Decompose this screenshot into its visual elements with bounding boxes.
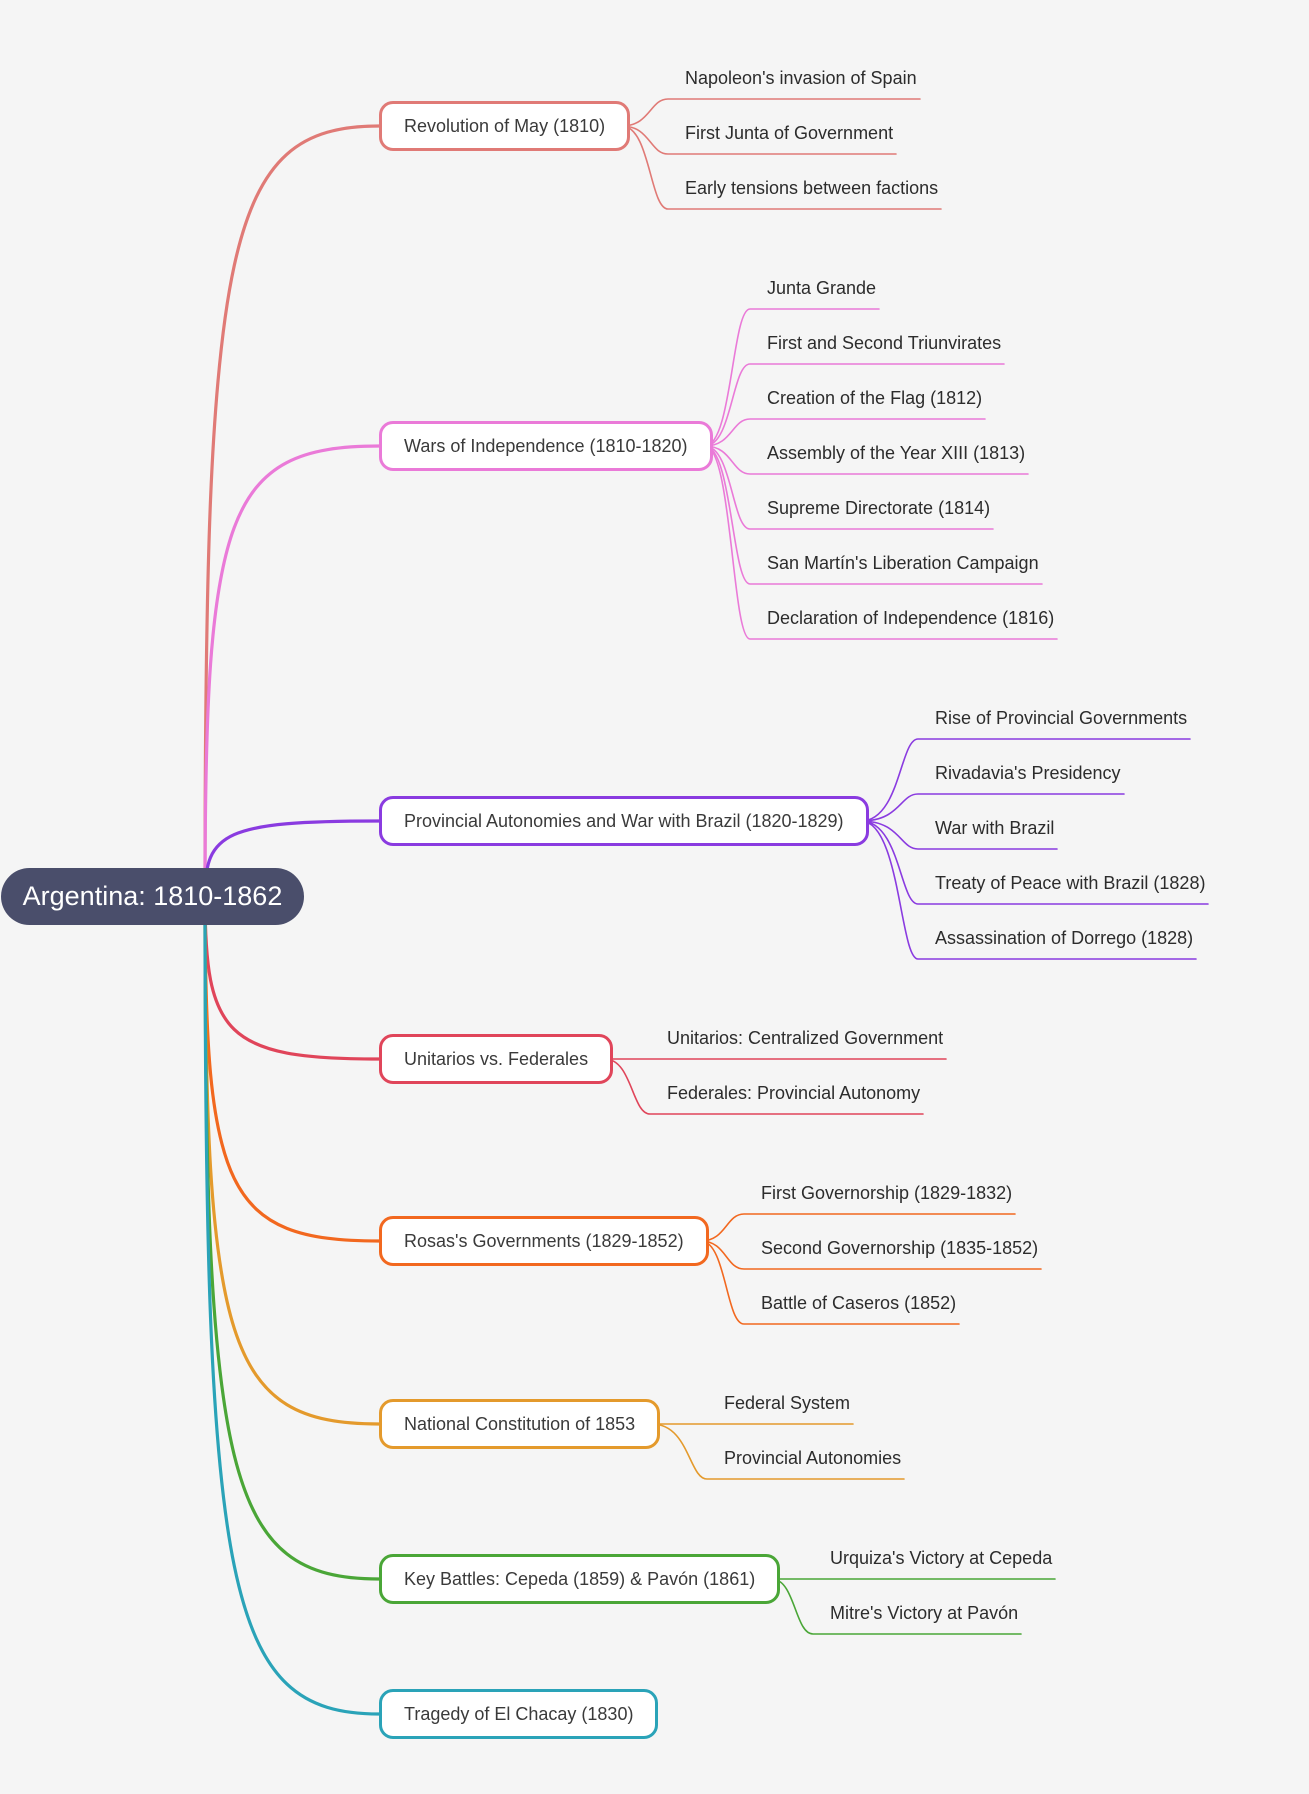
subtopic[interactable]: Mitre's Victory at Pavón bbox=[830, 1603, 1019, 1623]
subtopic[interactable]: Second Governorship (1835-1852) bbox=[761, 1238, 1039, 1258]
subtopic-connector bbox=[860, 793, 1125, 822]
subtopic[interactable]: Creation of the Flag (1812) bbox=[767, 388, 983, 408]
branch-topic[interactable]: Rosas's Governments (1829-1852) bbox=[379, 1216, 709, 1266]
subtopic[interactable]: First Junta of Government bbox=[685, 123, 894, 143]
subtopic[interactable]: Federales: Provincial Autonomy bbox=[667, 1083, 921, 1103]
root-branch-connector bbox=[203, 124, 381, 898]
subtopic-connector bbox=[704, 445, 1029, 475]
subtopic[interactable]: Declaration of Independence (1816) bbox=[767, 608, 1055, 628]
subtopic[interactable]: War with Brazil bbox=[935, 818, 1055, 838]
branch-topic[interactable]: National Constitution of 1853 bbox=[379, 1399, 661, 1449]
subtopic[interactable]: San Martín's Liberation Campaign bbox=[767, 553, 1039, 573]
root-topic[interactable]: Argentina: 1810-1862 bbox=[1, 868, 304, 925]
subtopic[interactable]: Rise of Provincial Governments bbox=[935, 708, 1188, 728]
subtopic[interactable]: Provincial Autonomies bbox=[724, 1448, 902, 1468]
subtopic-connector bbox=[704, 308, 880, 447]
subtopic-connector bbox=[860, 738, 1191, 822]
subtopic-connector bbox=[621, 125, 897, 155]
subtopic[interactable]: Treaty of Peace with Brazil (1828) bbox=[935, 873, 1206, 893]
root-branch-connector bbox=[203, 444, 381, 898]
branch-topic[interactable]: Key Battles: Cepeda (1859) & Pavón (1861… bbox=[379, 1554, 781, 1604]
subtopic[interactable]: First and Second Triunvirates bbox=[767, 333, 1002, 353]
subtopic[interactable]: First Governorship (1829-1832) bbox=[761, 1183, 1013, 1203]
subtopic[interactable]: Early tensions between factions bbox=[685, 178, 939, 198]
subtopic[interactable]: Rivadavia's Presidency bbox=[935, 763, 1121, 783]
root-branch-connector bbox=[203, 894, 381, 1716]
branch-topic[interactable]: Revolution of May (1810) bbox=[379, 101, 631, 151]
subtopic-connector bbox=[860, 820, 1058, 850]
subtopic-connector bbox=[651, 1423, 905, 1480]
subtopic-connector bbox=[604, 1058, 924, 1115]
subtopic[interactable]: Assassination of Dorrego (1828) bbox=[935, 928, 1194, 948]
branch-topic[interactable]: Unitarios vs. Federales bbox=[379, 1034, 614, 1084]
subtopic[interactable]: Unitarios: Centralized Government bbox=[667, 1028, 944, 1048]
root-branch-connector bbox=[203, 894, 381, 1426]
branch-topic[interactable]: Provincial Autonomies and War with Brazi… bbox=[379, 796, 869, 846]
subtopic[interactable]: Junta Grande bbox=[767, 278, 877, 298]
root-branch-connector bbox=[203, 894, 381, 1581]
subtopic-connector bbox=[704, 363, 1005, 447]
branch-topic[interactable]: Tragedy of El Chacay (1830) bbox=[379, 1689, 659, 1739]
subtopic-connector bbox=[704, 445, 994, 530]
subtopic[interactable]: Urquiza's Victory at Cepeda bbox=[830, 1548, 1053, 1568]
subtopic[interactable]: Supreme Directorate (1814) bbox=[767, 498, 991, 518]
subtopic-connector bbox=[860, 820, 1209, 905]
root-branch-connector bbox=[203, 894, 381, 1243]
subtopic[interactable]: Federal System bbox=[724, 1393, 851, 1413]
subtopic[interactable]: Napoleon's invasion of Spain bbox=[685, 68, 917, 88]
subtopic-connector bbox=[860, 820, 1197, 960]
subtopic[interactable]: Assembly of the Year XIII (1813) bbox=[767, 443, 1026, 463]
subtopic-connector bbox=[700, 1240, 960, 1325]
subtopic-connector bbox=[621, 98, 921, 127]
subtopic[interactable]: Battle of Caseros (1852) bbox=[761, 1293, 957, 1313]
branch-topic[interactable]: Wars of Independence (1810-1820) bbox=[379, 421, 713, 471]
subtopic-connector bbox=[704, 418, 986, 447]
subtopic-connector bbox=[704, 445, 1043, 585]
subtopic-connector bbox=[621, 125, 942, 210]
subtopic-connector bbox=[704, 445, 1058, 640]
